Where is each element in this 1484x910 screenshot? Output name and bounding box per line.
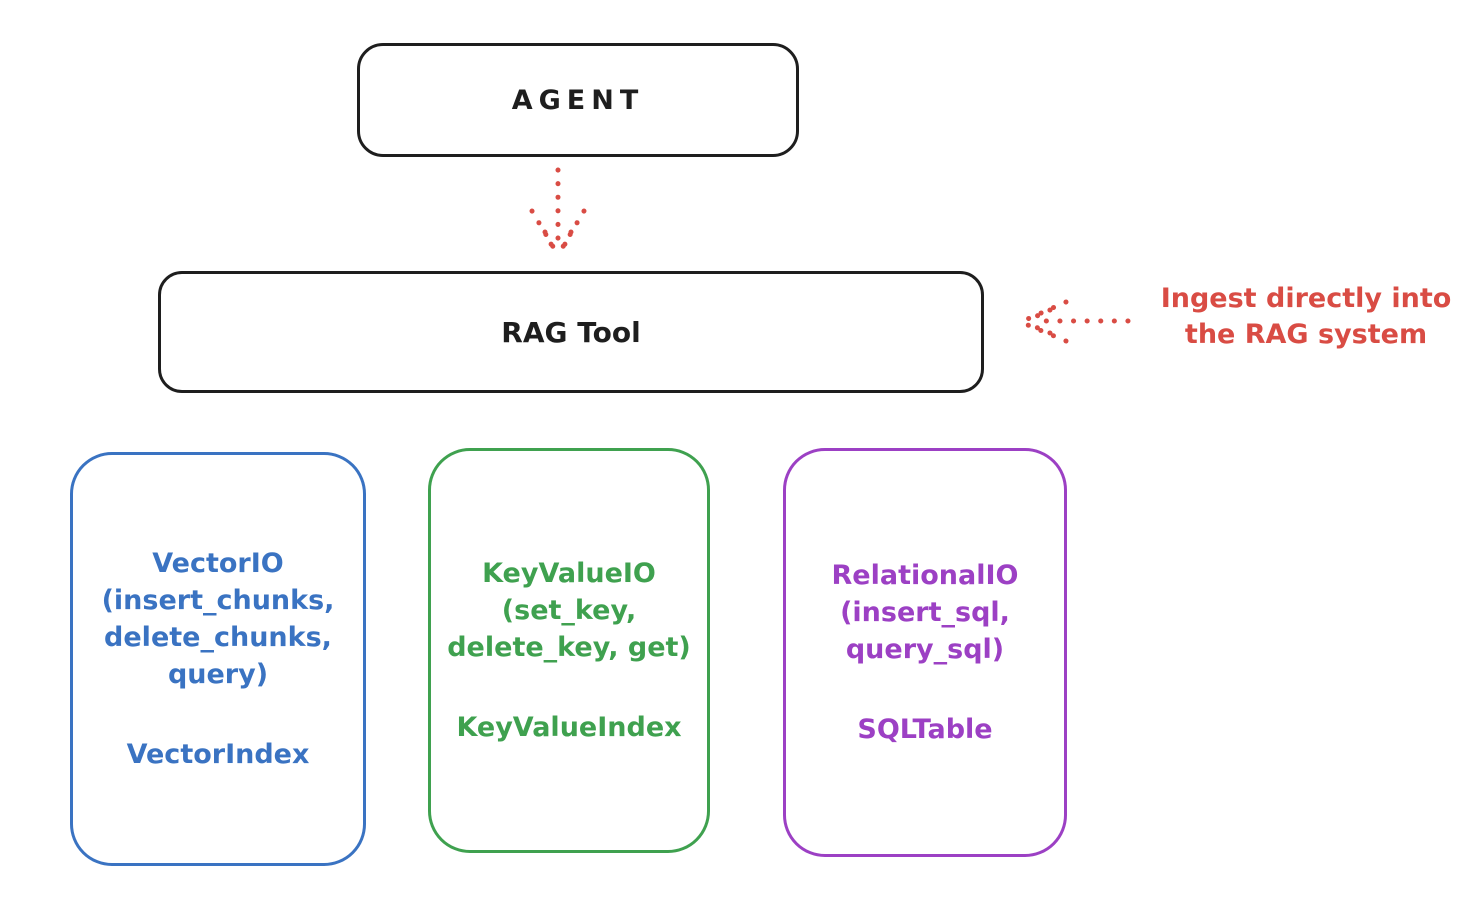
- vector-index-label: VectorIndex: [126, 739, 310, 770]
- keyvalue-io-box: KeyValueIO (set_key, delete_key, get) Ke…: [428, 448, 710, 853]
- ingest-annotation-line2: the RAG system: [1184, 319, 1428, 350]
- agent-to-rag-arrow: [529, 167, 587, 257]
- vector-io-methods-line1: (insert_chunks,: [101, 585, 335, 616]
- sql-table-label: SQLTable: [857, 714, 993, 745]
- keyvalue-io-methods-line2: delete_key, get): [447, 632, 691, 663]
- ingest-annotation: Ingest directly into the RAG system: [1128, 281, 1484, 353]
- agent-box: AGENT: [357, 43, 799, 157]
- keyvalue-index-label: KeyValueIndex: [456, 712, 682, 743]
- ingest-annotation-line1: Ingest directly into: [1160, 283, 1452, 314]
- relational-io-title: RelationalIO: [831, 560, 1019, 591]
- vector-io-methods-line2: delete_chunks,: [104, 622, 332, 653]
- relational-io-methods-line2: query_sql): [845, 634, 1005, 665]
- keyvalue-io-methods-line1: (set_key,: [501, 595, 637, 626]
- vector-io-title: VectorIO: [152, 548, 284, 579]
- rag-tool-box-label: RAG Tool: [501, 315, 641, 349]
- ingest-arrow: [1020, 299, 1131, 344]
- rag-tool-box: RAG Tool: [158, 271, 984, 393]
- relational-io-methods-line1: (insert_sql,: [840, 597, 1010, 628]
- agent-box-label: AGENT: [511, 84, 645, 116]
- vector-io-box: VectorIO (insert_chunks, delete_chunks, …: [70, 452, 366, 866]
- relational-io-box: RelationalIO (insert_sql, query_sql) SQL…: [783, 448, 1067, 857]
- keyvalue-io-title: KeyValueIO: [482, 558, 656, 589]
- vector-io-methods-line3: query): [167, 659, 269, 690]
